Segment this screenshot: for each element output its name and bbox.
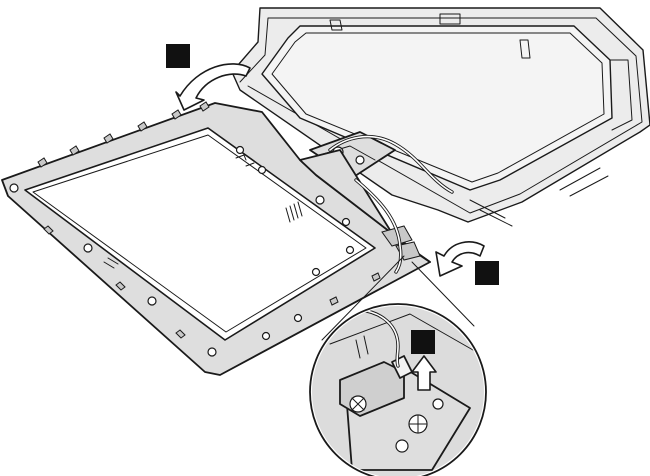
step-badge-2 bbox=[475, 261, 499, 285]
step-badge-1 bbox=[166, 44, 190, 68]
step-badge-3 bbox=[411, 330, 435, 354]
